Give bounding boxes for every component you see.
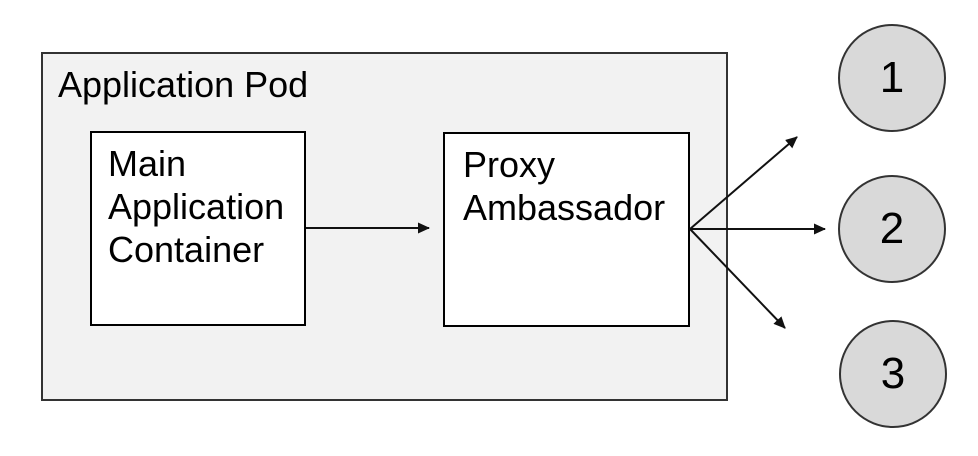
endpoint-2-label: 2 bbox=[879, 204, 905, 253]
endpoint-1-label: 1 bbox=[879, 53, 905, 102]
proxy-ambassador-label: Proxy Ambassador bbox=[463, 144, 666, 229]
main-application-container-box: Main Application Container bbox=[90, 131, 306, 326]
endpoint-3-label: 3 bbox=[880, 349, 906, 398]
main-application-container-label: Main Application Container bbox=[108, 143, 285, 271]
application-pod-label: Application Pod bbox=[58, 64, 309, 105]
proxy-ambassador-box: Proxy Ambassador bbox=[443, 132, 690, 327]
endpoint-circle-2: 2 bbox=[838, 175, 946, 283]
endpoint-circle-3: 3 bbox=[839, 320, 947, 428]
endpoint-circle-1: 1 bbox=[838, 24, 946, 132]
